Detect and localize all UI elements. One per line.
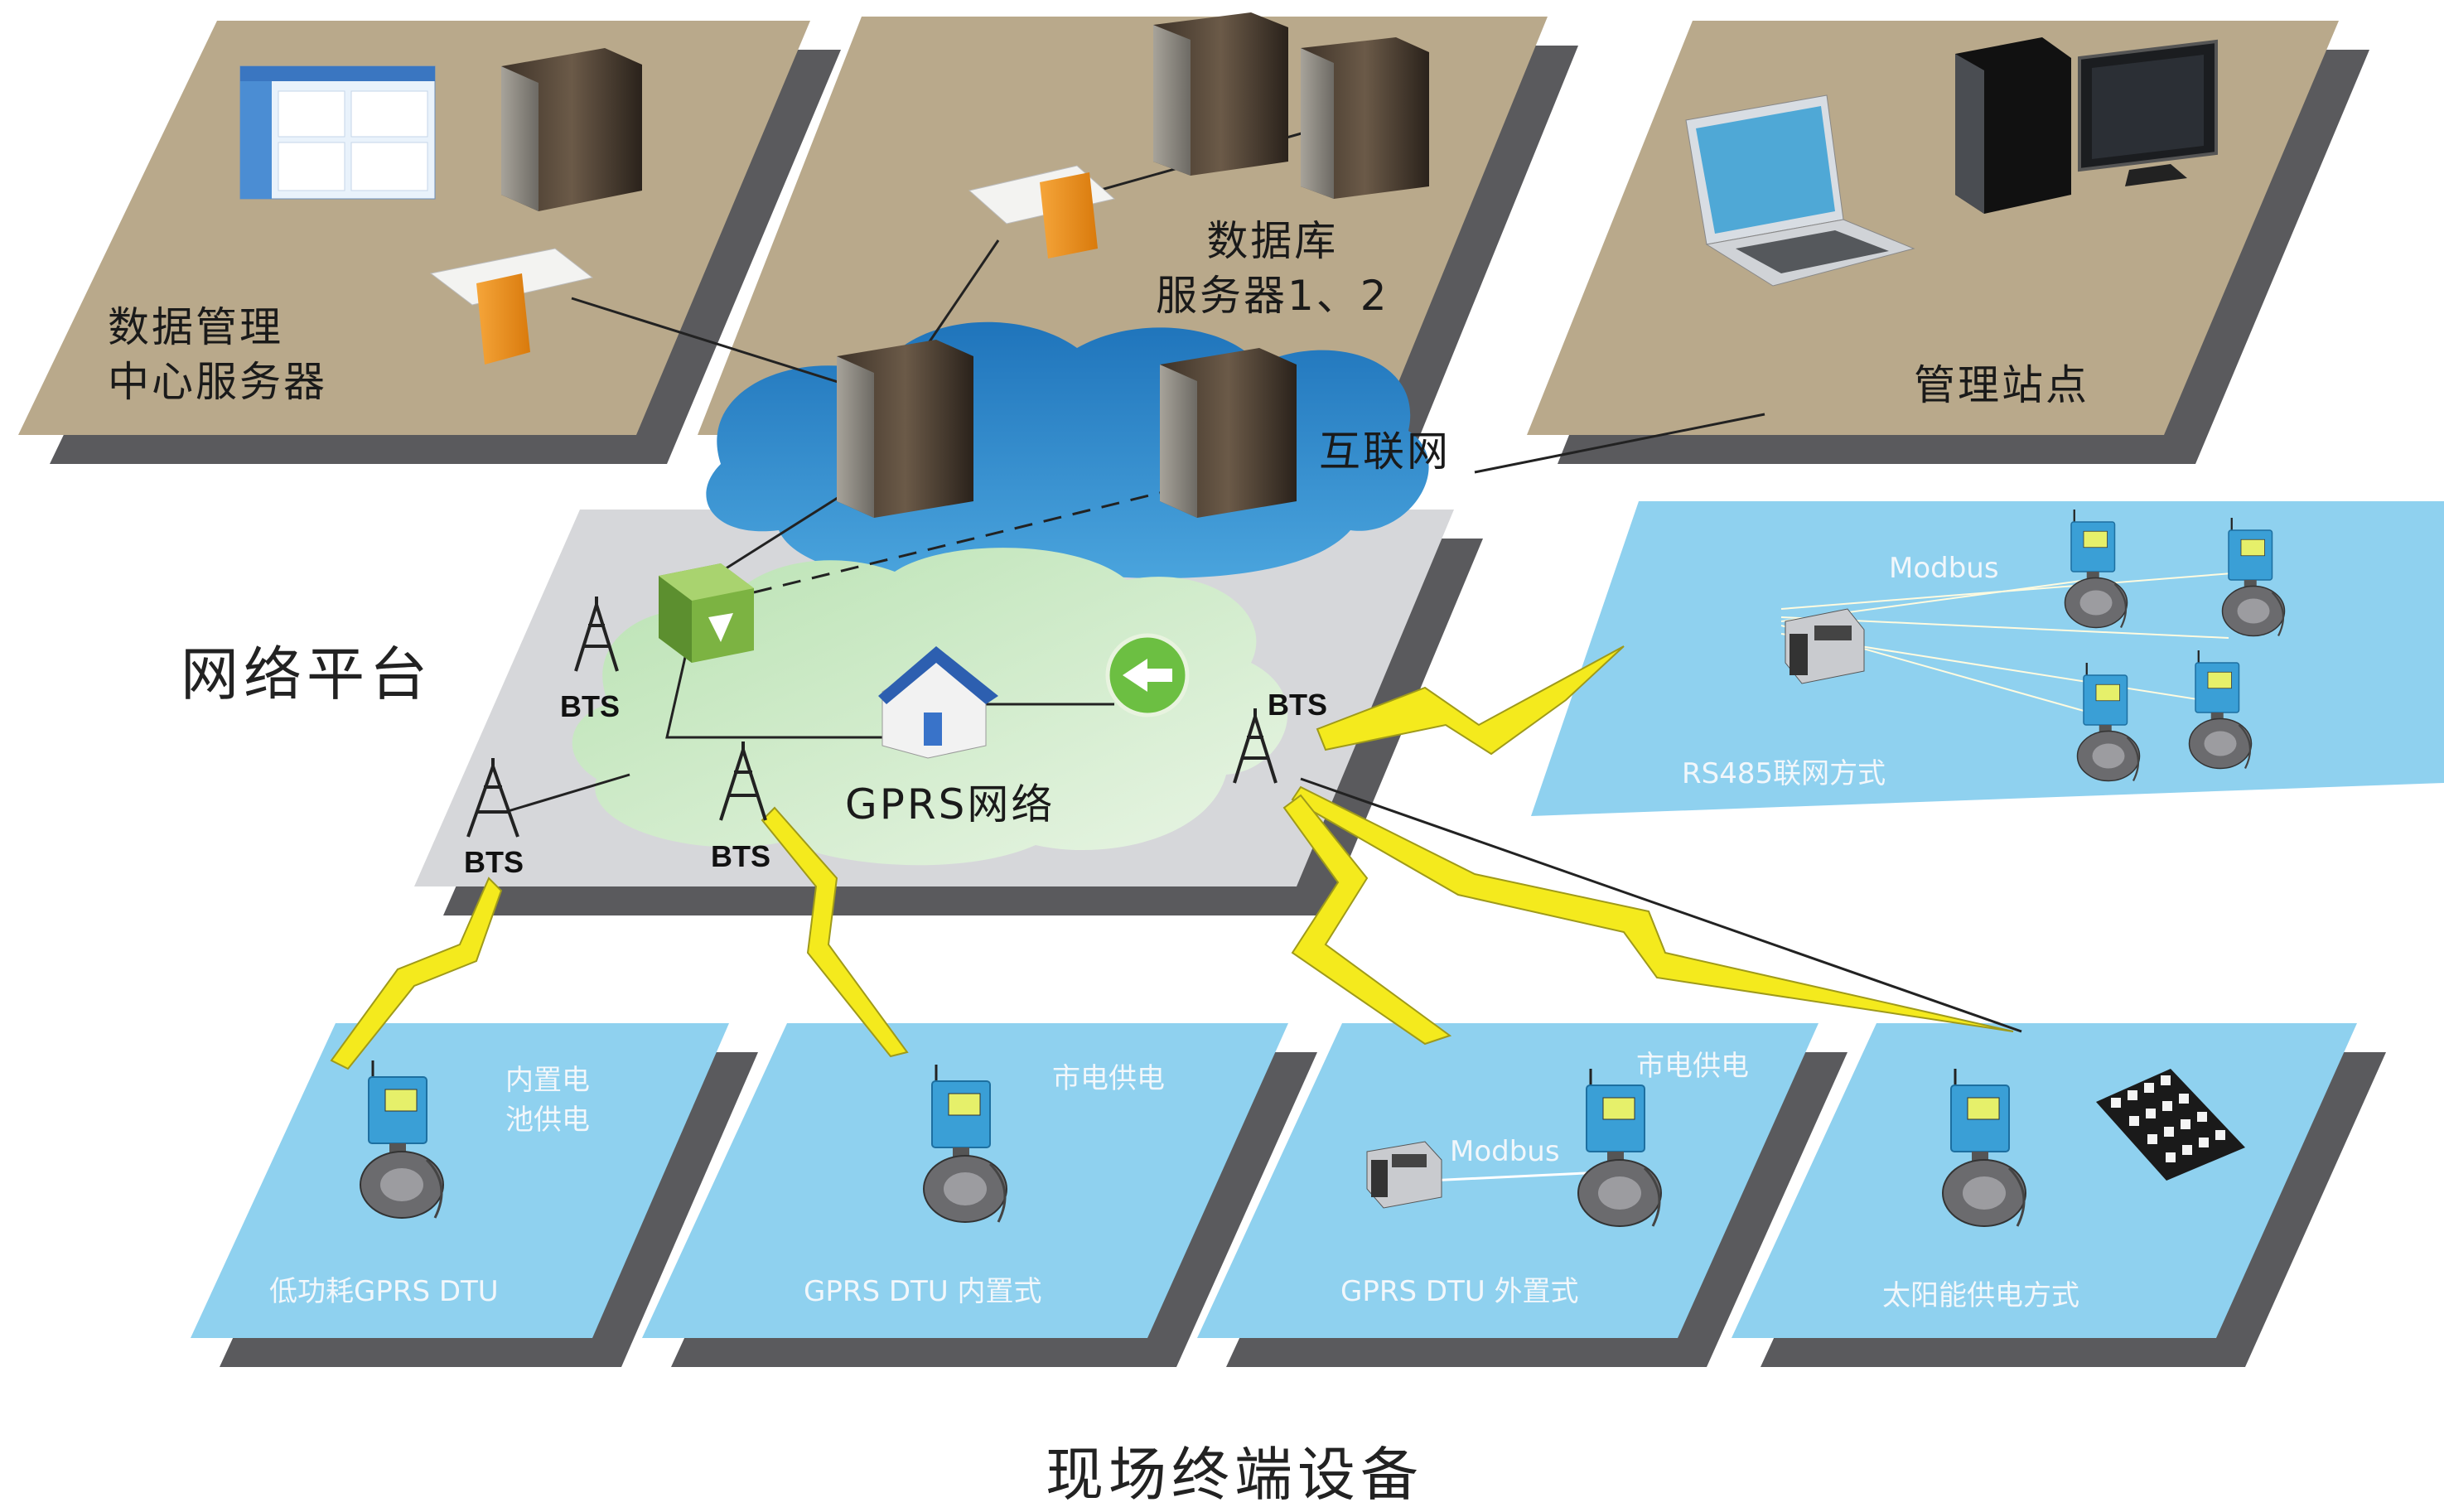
firewall-icon — [429, 248, 594, 365]
flow-meter-icon — [360, 1060, 444, 1219]
wireless-bolt-internal — [761, 806, 909, 1058]
terminal-2-caption: GPRS DTU 内置式 — [804, 1275, 1042, 1308]
internet-label: 互联网 — [1319, 428, 1451, 476]
terminal-1-power-line1: 内置电 — [505, 1064, 590, 1097]
firewall-icon — [968, 165, 1116, 258]
bts-tower-icon — [719, 742, 767, 821]
server-tower-icon — [1160, 348, 1297, 518]
phone-controller-icon — [1366, 1141, 1442, 1209]
flow-meter-icon — [1942, 1069, 2026, 1227]
wireless-bolt-external — [1282, 794, 1452, 1046]
gateway-box-icon — [659, 563, 754, 663]
solar-cell — [2215, 1130, 2225, 1140]
solar-cell — [2179, 1094, 2189, 1104]
terminal-2-power: 市电供电 — [1052, 1062, 1165, 1095]
back-arrow-icon — [1105, 633, 1190, 717]
terminal-1-caption: 低功耗GPRS DTU — [269, 1275, 499, 1308]
bts-tower-icon — [1233, 708, 1278, 784]
solar-cell — [2111, 1098, 2121, 1108]
bts-label: BTS — [464, 845, 524, 879]
phone-controller-icon — [1785, 608, 1865, 684]
solar-cell — [2144, 1083, 2154, 1093]
solar-cell — [2147, 1134, 2157, 1144]
solar-cell — [2146, 1109, 2156, 1118]
wireless-bolt-rs485 — [1316, 645, 1625, 756]
bts-label: BTS — [560, 689, 620, 723]
gprs-network-label: GPRS网络 — [845, 780, 1055, 828]
laptop-icon — [1685, 94, 1915, 287]
wireless-links — [330, 645, 2014, 1070]
server-tower-icon — [1153, 12, 1288, 176]
solar-cell — [2197, 1112, 2207, 1122]
db-server-label-line1: 数据库 — [1206, 217, 1339, 265]
software-screenshot-icon — [239, 65, 436, 200]
data-center-label: 数据管理 中心服务器 — [108, 300, 327, 409]
server-tower-icon — [837, 340, 973, 518]
bts-label: BTS — [1268, 688, 1327, 722]
solar-cell — [2182, 1145, 2192, 1155]
house-icon — [878, 646, 998, 759]
management-site-label: 管理站点 — [1914, 361, 2089, 409]
db-server-label: 数据库 服务器1、2 — [1156, 214, 1389, 323]
bts-label: BTS — [711, 839, 770, 873]
solar-cell — [2166, 1152, 2176, 1162]
db-server-label-line2: 服务器1、2 — [1156, 272, 1389, 320]
terminal-3-power: 市电供电 — [1636, 1050, 1749, 1083]
solar-cell — [2164, 1127, 2174, 1137]
terminal-3-caption: GPRS DTU 外置式 — [1340, 1275, 1579, 1308]
network-platform-title: 网络平台 — [181, 640, 432, 708]
rs485-caption: RS485联网方式 — [1682, 757, 1886, 790]
field-terminal-title: 现场终端设备 — [1046, 1441, 1423, 1509]
flow-meter-icon — [2064, 510, 2128, 629]
terminal-1-power-line2: 池供电 — [505, 1104, 590, 1137]
data-center-label-line1: 数据管理 — [108, 303, 283, 351]
plate-terminal-1 — [191, 1023, 758, 1367]
solar-cell — [2161, 1075, 2171, 1085]
wireless-bolt-solar — [1291, 785, 2014, 1032]
wireless-bolt-lowpower — [330, 877, 503, 1070]
terminal-3-modbus: Modbus — [1450, 1135, 1560, 1168]
plate-terminal-3 — [1197, 1023, 1847, 1367]
terminal-1-power: 内置电 池供电 — [505, 1060, 590, 1140]
terminal-4-caption: 太阳能供电方式 — [1882, 1279, 2079, 1312]
solar-cell — [2162, 1101, 2172, 1111]
data-center-label-line2: 中心服务器 — [108, 358, 327, 406]
solar-cell — [2128, 1090, 2137, 1100]
solar-cell — [2199, 1138, 2209, 1147]
solar-panel-icon — [2096, 1069, 2245, 1181]
flow-meter-icon — [923, 1065, 1007, 1223]
bts-tower-icon — [574, 597, 619, 672]
flow-meter-icon — [2076, 663, 2141, 782]
solar-cell — [2129, 1116, 2139, 1126]
server-tower-icon — [501, 48, 642, 211]
flow-meter-icon — [1577, 1069, 1662, 1227]
rs485-modbus-label: Modbus — [1889, 552, 1999, 585]
bts-tower-icon — [466, 758, 519, 838]
flow-meter-icon — [2221, 518, 2286, 637]
flow-meter-icon — [2188, 650, 2253, 770]
desktop-computer-icon — [1955, 37, 2218, 214]
server-tower-icon — [1301, 37, 1429, 199]
solar-cell — [2181, 1119, 2190, 1129]
